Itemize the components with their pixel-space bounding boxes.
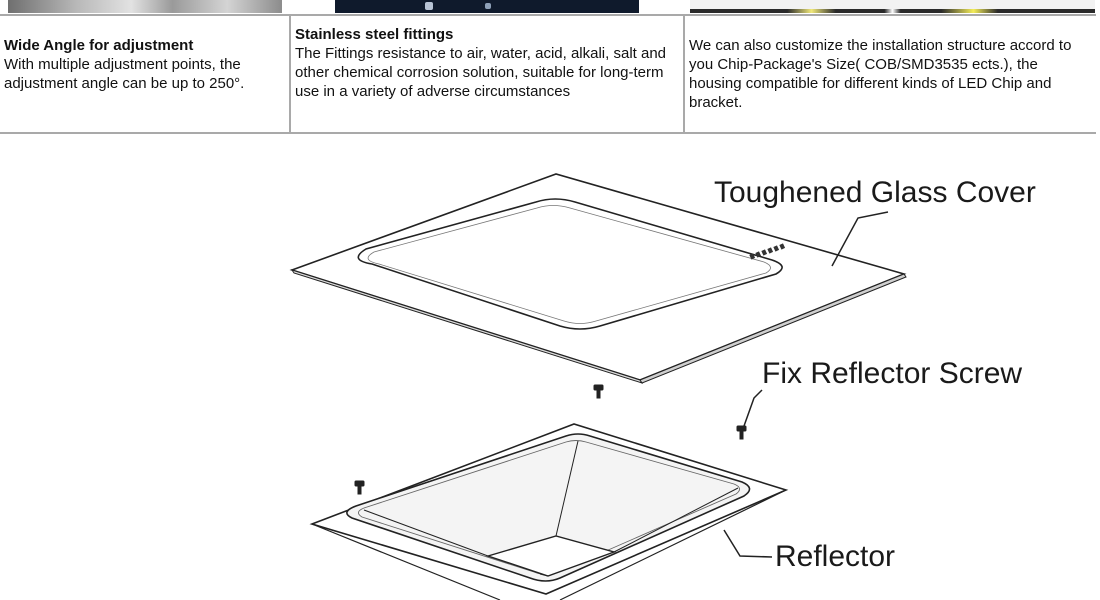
feature-body: We can also customize the installation s… bbox=[689, 37, 1072, 111]
product-photo-wide-angle bbox=[8, 0, 282, 13]
feature-body: With multiple adjustment points, the adj… bbox=[4, 56, 245, 92]
reflector-illustration bbox=[309, 423, 789, 600]
table-divider bbox=[289, 16, 291, 132]
feature-table: Wide Angle for adjustment With multiple … bbox=[0, 14, 1096, 134]
reflector-label: Reflector bbox=[775, 540, 896, 573]
feature-cell-fittings: Stainless steel fittings The Fittings re… bbox=[291, 16, 684, 132]
glass-cover-illustration bbox=[289, 173, 907, 384]
feature-body: The Fittings resistance to air, water, a… bbox=[295, 45, 667, 100]
product-photo-fittings bbox=[335, 0, 639, 13]
screw-label: Fix Reflector Screw bbox=[762, 357, 1023, 390]
feature-cell-customize: We can also customize the installation s… bbox=[685, 16, 1096, 132]
feature-cell-wide-angle: Wide Angle for adjustment With multiple … bbox=[0, 16, 290, 132]
feature-title: Wide Angle for adjustment bbox=[4, 37, 194, 54]
screw-leader bbox=[743, 389, 763, 427]
table-divider bbox=[683, 16, 685, 132]
feature-title: Stainless steel fittings bbox=[295, 26, 454, 43]
reflector-leader bbox=[723, 529, 773, 558]
product-photo-strip bbox=[0, 0, 1100, 14]
product-photo-structure bbox=[690, 0, 1095, 13]
glass-cover-logo bbox=[749, 243, 786, 260]
glass-cover-leader bbox=[831, 211, 889, 267]
glass-cover-label: Toughened Glass Cover bbox=[714, 176, 1036, 209]
exploded-diagram: Toughened Glass Cover Fix Reflector Scre… bbox=[0, 136, 1100, 600]
exploded-diagram-drawing bbox=[289, 173, 907, 600]
